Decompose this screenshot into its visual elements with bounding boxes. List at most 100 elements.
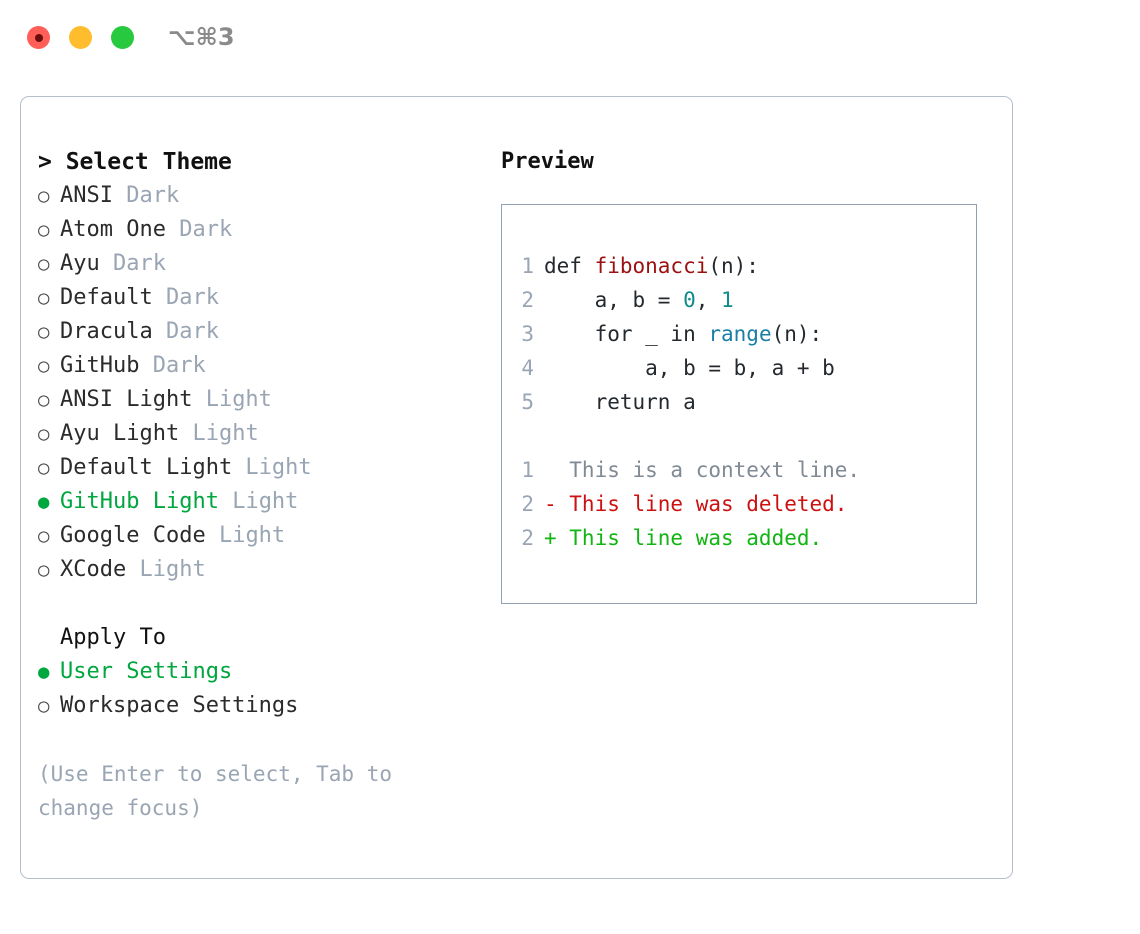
radio-unselected-icon: ○ <box>38 355 50 377</box>
apply-to-options[interactable]: ● User Settings ○Workspace Settings <box>38 655 478 723</box>
theme-option-github[interactable]: ○ GitHub Dark <box>38 349 478 383</box>
theme-variant: Light <box>232 455 312 480</box>
radio-unselected-icon: ○ <box>38 321 50 343</box>
code-token: a, b = b, a + b <box>544 356 835 380</box>
theme-list[interactable]: ○ ANSI Dark ○ Atom One Dark ○ Ayu Dark ○ Defaul… <box>38 179 478 587</box>
radio-selected-icon: ● <box>38 491 50 513</box>
window-controls <box>27 26 134 49</box>
title-bar: ⌥⌘3 <box>0 0 1140 78</box>
apply-to-header: Apply To <box>60 625 166 650</box>
theme-name: Default <box>60 285 153 310</box>
diff-line-add: 2+ This line was added. <box>502 521 976 555</box>
code-token: def <box>544 254 595 278</box>
diff-line-content: + This line was added. <box>544 526 823 550</box>
radio-unselected-icon: ○ <box>38 253 50 275</box>
code-line: 4 a, b = b, a + b <box>502 351 976 385</box>
theme-name: Atom One <box>60 217 166 242</box>
diff-line-del: 2- This line was deleted. <box>502 487 976 521</box>
line-number: 1 <box>521 458 534 482</box>
code-token: a, b = <box>544 288 684 312</box>
radio-unselected-icon: ○ <box>38 219 50 241</box>
radio-unselected-icon: ○ <box>38 525 50 547</box>
theme-name: Ayu <box>60 251 100 276</box>
select-theme-header: > Select Theme <box>38 149 232 175</box>
code-line-content: a, b = b, a + b <box>544 351 835 385</box>
apply-to-label: User Settings <box>60 659 233 684</box>
radio-selected-icon: ● <box>38 661 50 683</box>
theme-variant: Dark <box>165 217 233 242</box>
theme-option-ayu-light[interactable]: ○Ayu Light Light <box>38 417 478 451</box>
diff-line-ctx: 1 This is a context line. <box>502 453 976 487</box>
radio-unselected-icon: ○ <box>38 695 50 717</box>
radio-unselected-icon: ○ <box>38 287 50 309</box>
theme-name: GitHub <box>60 353 140 378</box>
code-token: (n): <box>708 254 759 278</box>
theme-variant: Dark <box>139 353 206 378</box>
code-line: 2 a, b = 0, 1 <box>502 283 976 317</box>
code-token: for _ in <box>544 322 709 346</box>
theme-option-default-light[interactable]: ○ Default Light Light <box>38 451 478 485</box>
theme-name: XCode <box>60 557 127 582</box>
theme-option-default[interactable]: ○ Default Dark <box>38 281 478 315</box>
theme-option-xcode[interactable]: ○ XCode Light <box>38 553 478 587</box>
theme-variant: Dark <box>112 183 180 208</box>
radio-unselected-icon: ○ <box>38 389 50 411</box>
theme-option-google-code[interactable]: ○ Google Code Light <box>38 519 478 553</box>
theme-option-atom-one[interactable]: ○ Atom One Dark <box>38 213 478 247</box>
theme-variant: Light <box>192 387 272 412</box>
theme-variant: Light <box>179 421 259 446</box>
radio-unselected-icon: ○ <box>38 185 50 207</box>
theme-option-dracula[interactable]: ○Dracula Dark <box>38 315 478 349</box>
theme-variant: Light <box>126 557 206 582</box>
line-number: 5 <box>521 390 534 414</box>
code-token: fibonacci <box>594 254 709 278</box>
preview-header: Preview <box>501 149 594 174</box>
code-line-content: a, b = 0, 1 <box>544 283 734 317</box>
line-number: 3 <box>521 322 534 346</box>
code-token: return a <box>544 390 696 414</box>
apply-to-option-user-settings[interactable]: ● User Settings <box>38 655 478 689</box>
keyboard-shortcut-label: ⌥⌘3 <box>168 23 235 51</box>
theme-name: ANSI Light <box>60 387 193 412</box>
main-panel: > Select Theme ○ANSI Dark○Atom One Dark○… <box>20 96 1013 879</box>
code-token: 1 <box>721 288 734 312</box>
close-button[interactable] <box>27 26 50 49</box>
diff-line-content: This is a context line. <box>544 458 861 482</box>
maximize-button[interactable] <box>111 26 134 49</box>
theme-variant: Light <box>218 489 299 514</box>
radio-unselected-icon: ○ <box>38 423 50 445</box>
code-token: , <box>695 288 722 312</box>
theme-name: Dracula <box>60 319 153 344</box>
code-line-content: def fibonacci(n): <box>544 249 759 283</box>
minimize-button[interactable] <box>69 26 92 49</box>
theme-name: Google Code <box>60 523 206 548</box>
keyboard-hint-text: (Use Enter to select, Tab to change focu… <box>38 762 405 820</box>
code-line-content: for _ in range(n): <box>544 317 823 351</box>
code-token: 0 <box>683 288 696 312</box>
radio-unselected-icon: ○ <box>38 457 50 479</box>
theme-name: Default Light <box>60 455 233 480</box>
radio-unselected-icon: ○ <box>38 559 50 581</box>
theme-option-ansi[interactable]: ○ ANSI Dark <box>38 179 478 213</box>
theme-option-github-light[interactable]: ●GitHub Light Light <box>38 485 478 519</box>
theme-option-ansi-light[interactable]: ○ ANSI Light Light <box>38 383 478 417</box>
code-token: (n): <box>771 322 823 346</box>
apply-to-option-workspace-settings[interactable]: ○Workspace Settings <box>38 689 478 723</box>
theme-variant: Light <box>205 523 286 548</box>
line-number: 4 <box>521 356 534 380</box>
code-line: 3 for _ in range(n): <box>502 317 976 351</box>
theme-name: ANSI <box>60 183 113 208</box>
theme-variant: Dark <box>99 251 166 276</box>
theme-variant: Dark <box>152 285 219 310</box>
theme-selector-column: > Select Theme ○ANSI Dark○Atom One Dark○… <box>38 145 478 825</box>
apply-to-section: Apply To ● User Settings ○Workspace Settin… <box>38 621 478 723</box>
line-number: 2 <box>521 288 534 312</box>
code-line-content: return a <box>544 385 696 419</box>
code-token: range <box>708 322 772 346</box>
theme-option-ayu[interactable]: ○ Ayu Dark <box>38 247 478 281</box>
